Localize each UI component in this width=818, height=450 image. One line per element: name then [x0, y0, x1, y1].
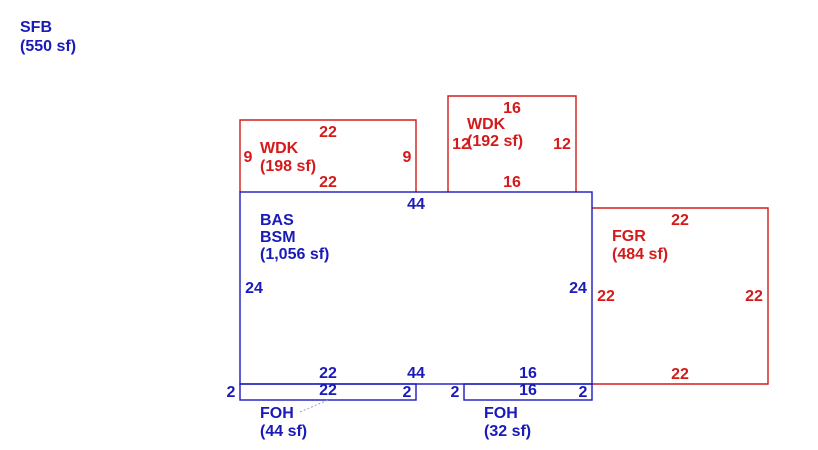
foh-left-dim-bottom: 22	[319, 382, 337, 399]
fgr-dim-left: 22	[597, 288, 615, 305]
foh-left-dim-top: 22	[319, 365, 337, 382]
foh-right-dim-bottom: 16	[519, 382, 537, 399]
sfb-label: SFB (550 sf)	[20, 19, 76, 55]
fgr-dim-top: 22	[671, 212, 689, 229]
wdk-right-area: (192 sf)	[467, 133, 523, 150]
bas-area: (1,056 sf)	[260, 246, 329, 263]
wdk-left-dim-top: 22	[319, 124, 337, 141]
foh-right-dim-right: 2	[579, 384, 588, 401]
bas-dim-right: 24	[569, 280, 587, 297]
bas-dim-left: 24	[245, 280, 263, 297]
wdk-left-area: (198 sf)	[260, 158, 316, 175]
wdk-right-outline	[447, 95, 577, 192]
fgr-area: (484 sf)	[612, 246, 668, 263]
bas-dim-bottom: 44	[407, 365, 425, 382]
fgr-dim-right: 22	[745, 288, 763, 305]
foh-left-area: 22 22 2 2 FOH (44 sf)	[227, 365, 417, 440]
foh-right-name: FOH	[484, 405, 518, 422]
fgr-area: 22 22 22 22 FGR (484 sf)	[592, 207, 769, 385]
wdk-right-name: WDK	[467, 116, 506, 133]
foh-left-outline	[239, 383, 417, 401]
wdk-left-dim-left: 9	[244, 149, 253, 166]
bsm-name: BSM	[260, 229, 296, 246]
foh-right-dim-left: 2	[451, 384, 460, 401]
wdk-right-area: 16 12 12 16 WDK (192 sf)	[447, 95, 577, 192]
foh-right-area: (32 sf)	[484, 423, 531, 440]
foh-left-dim-right: 2	[403, 384, 412, 401]
wdk-right-dim-bottom: 16	[503, 174, 521, 191]
wdk-left-dim-bottom: 22	[319, 174, 337, 191]
wdk-right-dim-left: 12	[452, 136, 470, 153]
foh-right-dim-top: 16	[519, 365, 537, 382]
wdk-left-area: 22 9 9 22 WDK (198 sf)	[239, 119, 417, 192]
foh-left-dim-left: 2	[227, 384, 236, 401]
foh-left-area: (44 sf)	[260, 423, 307, 440]
fgr-dim-bottom: 22	[671, 366, 689, 383]
foh-right-outline	[463, 383, 593, 401]
sfb-name: SFB	[20, 19, 52, 36]
fgr-outline	[592, 207, 769, 385]
sfb-area: (550 sf)	[20, 38, 76, 55]
wdk-left-dim-right: 9	[403, 149, 412, 166]
bas-dim-top: 44	[407, 196, 425, 213]
foh-left-name: FOH	[260, 405, 294, 422]
wdk-left-name: WDK	[260, 140, 299, 157]
bas-area: 44 24 24 44 BAS BSM (1,056 sf)	[239, 191, 593, 385]
foh-left-leader-line	[299, 399, 329, 413]
bas-name: BAS	[260, 212, 294, 229]
wdk-right-dim-right: 12	[553, 136, 571, 153]
foh-right-area: 16 16 2 2 FOH (32 sf)	[451, 365, 593, 440]
wdk-left-outline	[239, 119, 417, 192]
fgr-name: FGR	[612, 228, 646, 245]
wdk-right-dim-top: 16	[503, 100, 521, 117]
